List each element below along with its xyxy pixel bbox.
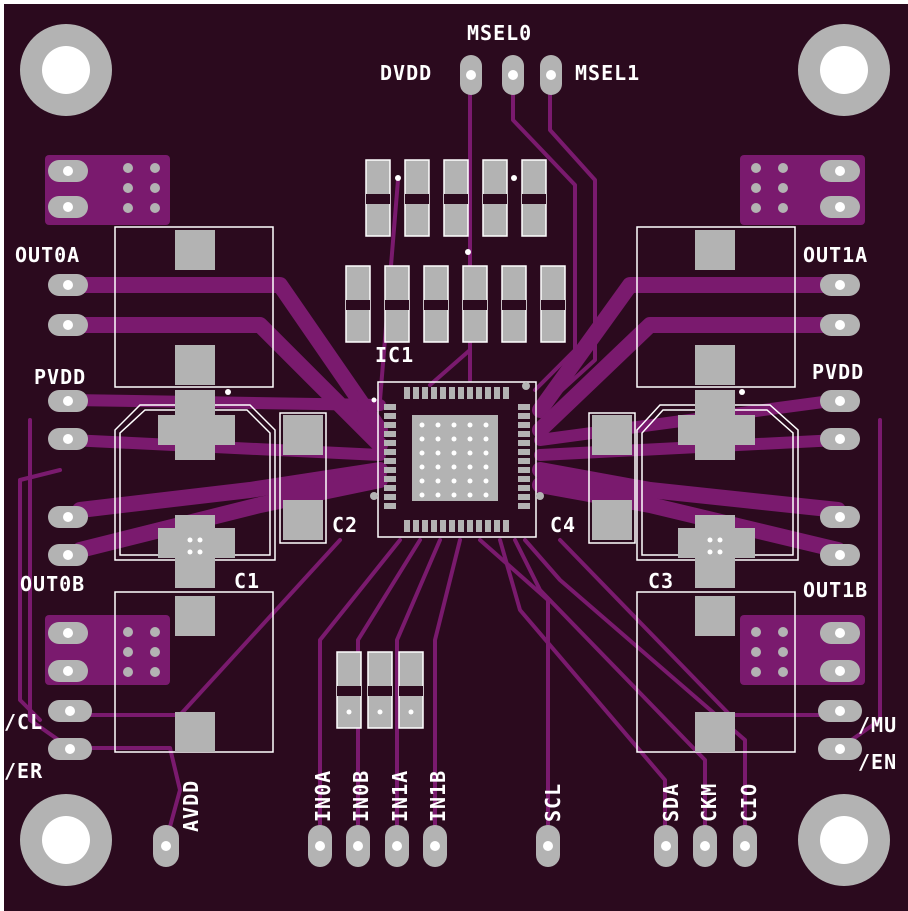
- label-in0b: IN0B: [349, 770, 373, 822]
- label-mu: /MU: [858, 713, 897, 737]
- label-out1b: OUT1B: [803, 578, 868, 602]
- component-outlines: [114, 226, 799, 753]
- label-out0a: OUT0A: [15, 243, 80, 267]
- label-ic1: IC1: [375, 343, 414, 367]
- ic1-package: [370, 382, 544, 532]
- silkscreen-labels: MSEL0 DVDD MSEL1 IC1 OUT0A OUT1A PVDD PV…: [4, 21, 897, 832]
- label-in1a: IN1A: [388, 770, 412, 822]
- mounting-holes: [20, 24, 890, 886]
- label-c3: C3: [648, 569, 674, 593]
- label-out1a: OUT1A: [803, 243, 868, 267]
- label-ckm: CKM: [697, 783, 721, 822]
- label-c2: C2: [332, 513, 358, 537]
- label-msel1: MSEL1: [575, 61, 640, 85]
- label-en: /EN: [858, 750, 897, 774]
- label-msel0: MSEL0: [467, 21, 532, 45]
- label-c1: C1: [234, 569, 260, 593]
- power-pads: [158, 230, 755, 752]
- resistor-arrays: [336, 159, 566, 729]
- label-scl: SCL: [541, 783, 565, 822]
- via-grids: [123, 163, 788, 677]
- label-cl: /CL: [4, 710, 43, 734]
- label-in0a: IN0A: [311, 770, 335, 822]
- label-c4: C4: [550, 513, 576, 537]
- label-out0b: OUT0B: [20, 572, 85, 596]
- pin-holes: [63, 70, 845, 851]
- label-in1b: IN1B: [426, 770, 450, 822]
- label-er: /ER: [4, 759, 43, 783]
- label-dvdd: DVDD: [380, 61, 432, 85]
- label-cio: CIO: [737, 783, 761, 822]
- label-sda: SDA: [659, 783, 683, 822]
- label-pvdd-right: PVDD: [812, 360, 864, 384]
- label-avdd: AVDD: [179, 780, 203, 832]
- label-pvdd-left: PVDD: [34, 365, 86, 389]
